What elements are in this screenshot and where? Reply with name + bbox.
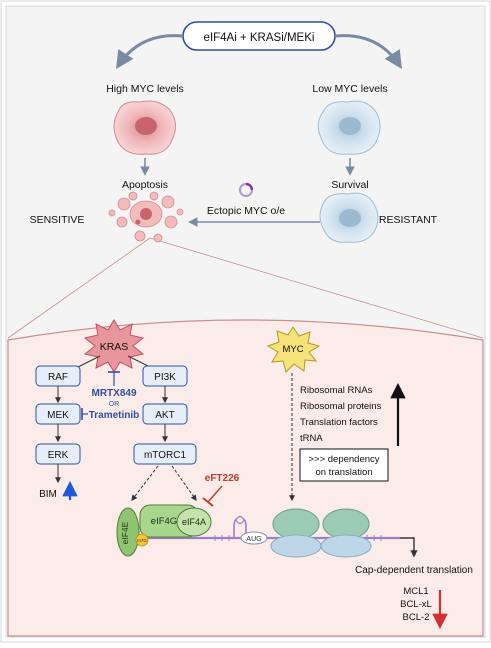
mtorc1-label: mTORC1 (144, 450, 186, 461)
ectopic-myc-label: Ectopic MYC o/e (207, 205, 285, 217)
cap-icon (135, 533, 149, 547)
myc-target-rrna: Ribosomal RNAs (300, 385, 373, 396)
cap-dependent-label: Cap-dependent translation (355, 565, 473, 576)
plasmid-insert-icon (245, 182, 254, 191)
cell-panel (7, 319, 484, 637)
sensitive-label: SENSITIVE (30, 214, 85, 226)
ribosome-2 (320, 508, 372, 558)
eft226-inhibition-bar (202, 497, 214, 507)
low-myc-cell (317, 100, 381, 155)
akt-label: AKT (155, 410, 174, 421)
resistant-cell (319, 192, 379, 243)
mrtx849-label: MRTX849 (91, 388, 136, 399)
dependency-line-2: on translation (315, 467, 372, 478)
eft226-label: eFT226 (205, 473, 240, 484)
high-myc-label: High MYC levels (106, 83, 184, 95)
mek-label: MEK (47, 410, 69, 421)
zoom-line-left (7, 237, 151, 339)
kras-label: KRAS (100, 341, 129, 353)
arrow-mtorc1-eif4e (131, 465, 159, 501)
survival-label: Survival (331, 179, 368, 191)
cap-label: m7G (137, 538, 147, 543)
aug-codon (240, 531, 268, 545)
pi3k-label: PI3K (154, 372, 176, 383)
myc-star-icon (266, 326, 321, 373)
eif4a-protein (176, 507, 212, 537)
eif4a-label: eIF4A (182, 517, 206, 527)
trametinib-label: Trametinib (89, 410, 140, 421)
low-myc-label: Low MYC levels (312, 83, 387, 95)
curved-arrow-left (116, 34, 184, 70)
eif4e-protein (116, 507, 140, 557)
or-label: OR (109, 401, 120, 408)
mtorc1-node (133, 443, 197, 465)
output-bcl2: BCL-2 (403, 612, 430, 623)
eft226-inhibition-line (207, 485, 223, 503)
curved-arrow-right (334, 34, 402, 70)
myc-target-trna: tRNA (300, 433, 323, 444)
eif4e-label: eIF4E (120, 521, 130, 544)
myc-label: MYC (282, 344, 303, 355)
output-bclxl: BCL-xL (400, 599, 432, 610)
myc-target-factors: Translation factors (300, 417, 378, 428)
treatment-label: eIF4Ai + KRASi/MEKi (204, 32, 315, 44)
raf-label: RAF (48, 372, 68, 383)
myc-target-rprot: Ribosomal proteins (300, 401, 382, 412)
aug-label: AUG (246, 536, 261, 543)
resistant-label: RESISTANT (379, 214, 438, 226)
ribosome-1 (270, 508, 322, 558)
apoptosis-label: Apoptosis (122, 179, 168, 191)
apoptotic-cell (108, 191, 184, 243)
dependency-line-1: >>> dependency (308, 454, 379, 465)
erk-label: ERK (48, 450, 69, 461)
arrow-mtorc1-eif4a (171, 465, 197, 501)
zoom-line-right (149, 237, 484, 339)
high-myc-cell (113, 100, 176, 155)
bim-label: BIM (39, 489, 57, 500)
output-mcl1: MCL1 (403, 586, 428, 597)
translation-output-arrow (400, 537, 418, 558)
eif4g-label: eIF4G (151, 516, 177, 527)
hairpin-loop (235, 515, 245, 525)
dependency-box (299, 448, 389, 482)
